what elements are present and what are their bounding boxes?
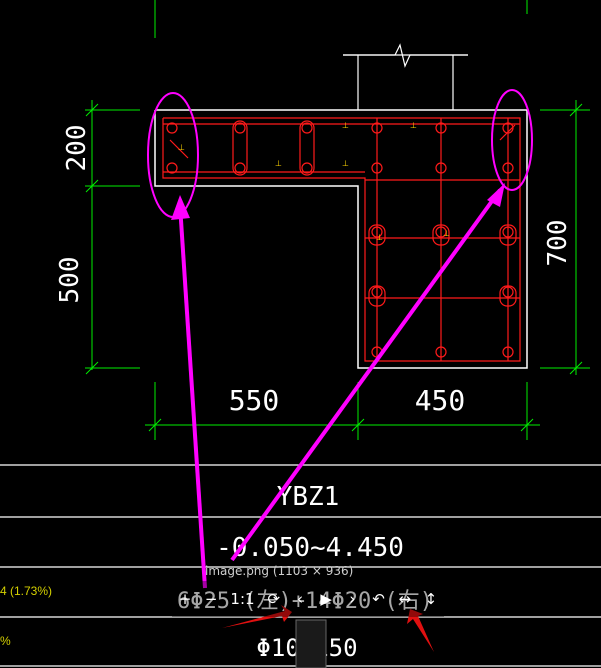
side-cell-text-1: 4 (1.73%) [0,584,53,598]
dim-text-bottom-left: 550 [229,384,280,417]
rotate-right-icon[interactable]: ⟳ [267,590,281,608]
rebar-marker: ⊥ [342,159,349,168]
rebar-bar [435,346,447,358]
viewer-thumbnail [295,619,327,668]
rebar-bar [234,162,246,174]
red-arrows [222,605,434,652]
zoom-in-icon[interactable]: + [178,590,192,608]
rebar-bar [502,346,514,358]
table-elevation: -0.050~4.450 [216,533,404,563]
next-icon[interactable]: › [349,590,356,608]
rebar-bar [166,162,178,174]
rebar-bar [502,286,514,298]
rebar-bar [502,162,514,174]
rebar-marker: ⊥ [376,233,383,242]
flip-vertical-icon[interactable]: ↕ [424,590,438,608]
zoom-out-icon[interactable]: − [204,590,218,608]
rebar-bar [435,162,447,174]
rebar-marker: ⊥ [410,121,417,130]
rebar-bar [371,122,383,134]
rebar-bar [371,226,383,238]
viewer-toolbar: + − 1:1 ⟳ ‹ ▶ › ↶ ↔ ↕ [172,581,444,617]
rebar-bar [301,162,313,174]
rebar-bar [502,122,514,134]
dim-text-left-top: 200 [62,125,92,172]
dim-text-right: 700 [543,220,573,267]
play-icon[interactable]: ▶ [320,590,332,608]
table-reinforcement: 6Φ25 (左)+14Φ20 (右) [177,589,433,614]
rebar-cage [162,117,521,362]
rebar-bar [435,226,447,238]
annotation-arrowheads [171,183,505,220]
break-line-symbol [343,43,468,110]
flip-horizontal-icon[interactable]: ↔ [398,590,412,608]
rebar-bar [234,122,246,134]
rebar-marker: ⊥ [178,143,185,152]
rebar-bar [502,226,514,238]
rebar-bar [371,162,383,174]
rebar-bar [371,286,383,298]
dimension-lines [85,100,590,440]
rebar-markers: ⊥ ⊥ ⊥ ⊥ ⊥ ⊥ ⊥ [178,121,450,242]
rebar-bar [301,122,313,134]
wall-outline [154,109,528,369]
rebar-marker: ⊥ [275,159,282,168]
rebar-marker: ⊥ [342,121,349,130]
dim-text-left-bottom: 500 [55,257,85,304]
viewer-caption: image.png (1103 × 936) [205,564,354,578]
rebar-marker: ⊥ [443,229,450,238]
rebar-bar [435,122,447,134]
dim-text-bottom-right: 450 [415,384,466,417]
rebar-bars [166,122,514,358]
side-cell-text-2: % [0,634,11,648]
rotate-left-icon[interactable]: ↶ [372,590,385,608]
actual-size-icon[interactable]: 1:1 [230,590,255,608]
previous-icon[interactable]: ‹ [296,590,303,608]
rebar-bar [166,122,178,134]
annotation-marks [147,89,533,589]
